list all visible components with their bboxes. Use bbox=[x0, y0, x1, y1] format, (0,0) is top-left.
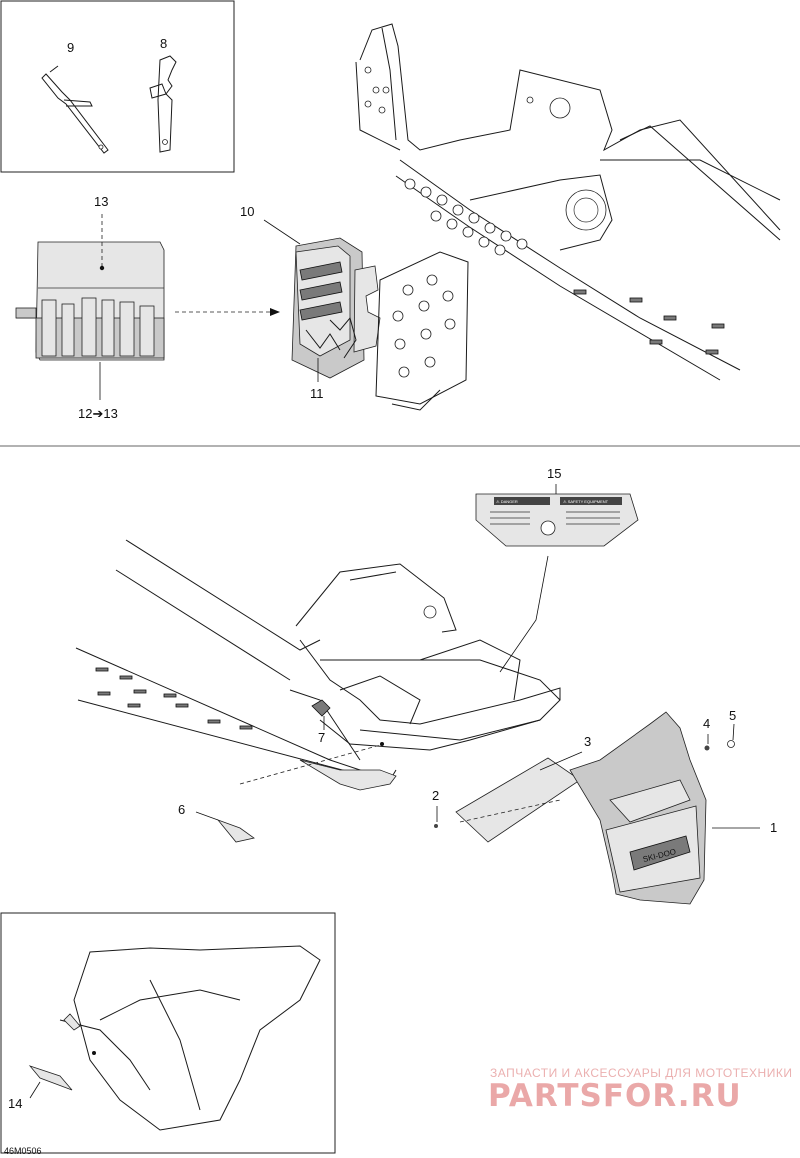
callout-8: 8 bbox=[160, 36, 167, 51]
callout-11: 11 bbox=[310, 386, 324, 401]
tool-pouch bbox=[15, 297, 165, 359]
rivet-4 bbox=[704, 745, 710, 751]
rear-snowguard-1: SKI-DOO bbox=[569, 711, 707, 905]
reflector-14 bbox=[28, 1065, 73, 1091]
tools-inset bbox=[0, 0, 235, 173]
watermark-line1: ЗАПЧАСТИ И АКСЕССУАРЫ ДЛЯ МОТОТЕХНИКИ bbox=[490, 1066, 792, 1080]
chassis-frame-top bbox=[355, 23, 781, 381]
snowflap-support bbox=[299, 759, 397, 791]
callout-14: 14 bbox=[8, 1096, 22, 1111]
callout-1: 1 bbox=[770, 820, 777, 835]
tool-kit-assembly bbox=[15, 214, 165, 400]
label-header-right: ⚠ SAFETY EQUIPMENT bbox=[563, 499, 609, 504]
callout-9: 9 bbox=[67, 40, 74, 55]
callout-13: 13 bbox=[94, 194, 108, 209]
hood-inset bbox=[0, 912, 336, 1154]
label-header-left: ⚠ DANGER bbox=[496, 499, 518, 504]
tunnel-slots bbox=[95, 667, 253, 730]
callout-3: 3 bbox=[584, 734, 591, 749]
callout-12-13: 12➔13 bbox=[78, 406, 118, 421]
callout-5: 5 bbox=[729, 708, 736, 723]
mounting-bracket-11 bbox=[329, 265, 381, 359]
callout-10: 10 bbox=[240, 204, 254, 219]
drawing-code: 46M0506 bbox=[4, 1146, 42, 1156]
deck-slots bbox=[573, 289, 725, 355]
fastener-7 bbox=[311, 699, 331, 717]
deck-holes bbox=[364, 66, 534, 256]
spanner-tool-8 bbox=[149, 55, 177, 153]
callout-15: 15 bbox=[547, 466, 561, 481]
side-plate bbox=[375, 251, 469, 411]
reflector-6 bbox=[216, 819, 255, 843]
screw-2 bbox=[434, 824, 438, 828]
watermark-line2: PARTSFOR.RU bbox=[488, 1078, 742, 1114]
callout-2: 2 bbox=[432, 788, 439, 803]
watermark: ЗАПЧАСТИ И АКСЕССУАРЫ ДЛЯ МОТОТЕХНИКИ PA… bbox=[488, 1066, 792, 1114]
callout-4: 4 bbox=[703, 716, 710, 731]
callout-7: 7 bbox=[318, 730, 325, 745]
callout-6: 6 bbox=[178, 802, 185, 817]
washer-5 bbox=[727, 740, 735, 748]
wrench-tool-9 bbox=[41, 65, 109, 154]
rear-frame-rack bbox=[295, 563, 561, 751]
tool-box-10 bbox=[291, 237, 365, 379]
license-plate-3 bbox=[455, 757, 581, 843]
safety-label-15: ⚠ DANGER ⚠ SAFETY EQUIPMENT bbox=[475, 493, 639, 547]
